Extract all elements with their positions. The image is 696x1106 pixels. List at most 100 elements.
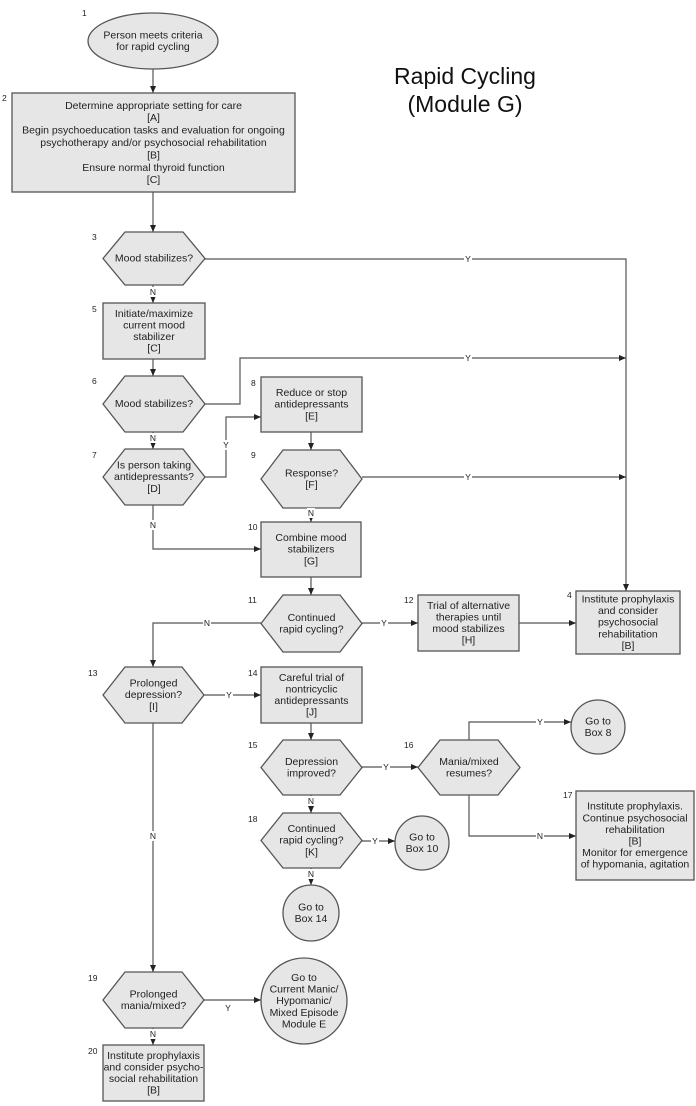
node-text-line: Go to <box>585 715 611 727</box>
node-text-line: antidepressants <box>274 695 348 707</box>
node-text-line: resumes? <box>446 768 492 780</box>
edge-label-text: Y <box>223 440 229 450</box>
node-number: 2 <box>2 93 7 103</box>
node-number: 10 <box>248 522 258 532</box>
node-text-line: Continued <box>288 612 336 624</box>
node-text-line: Mood stabilizes? <box>115 398 193 410</box>
edge-label-text: N <box>150 1029 156 1039</box>
node-text-line: [D] <box>147 483 161 495</box>
node-number: 5 <box>92 304 97 314</box>
node-text-line: antidepressants? <box>114 471 194 483</box>
edge-label-text: Y <box>383 762 389 772</box>
node-number: 20 <box>88 1046 98 1056</box>
node-text-line: Begin psychoeducation tasks and evaluati… <box>22 125 285 137</box>
edge-label-19-to-20: N <box>149 1029 157 1039</box>
node-1-ellipse <box>87 12 219 70</box>
node-text-line: Go to <box>409 831 435 843</box>
node-text-line: Ensure normal thyroid function <box>82 162 225 174</box>
edge-label-3-to-5: N <box>149 287 157 297</box>
edge-label-11-to-12: Y <box>380 618 388 628</box>
edge-label-text: Y <box>465 353 471 363</box>
node-text-line: [H] <box>462 635 476 647</box>
edge-label-18-to-goto14: N <box>307 869 315 879</box>
node-text-line: Box 14 <box>295 913 328 925</box>
node-text-line: Reduce or stop <box>276 387 347 399</box>
node-number: 8 <box>251 378 256 388</box>
node-gotoE-circle <box>260 957 348 1045</box>
edge-label-text: Y <box>226 690 232 700</box>
node-text-line: Monitor for emergence <box>582 847 688 859</box>
node-text-line: rehabilitation <box>605 824 665 836</box>
edge-label-6-to-7: N <box>149 433 157 443</box>
node-text-line: rapid cycling? <box>279 835 343 847</box>
node-goto8-circle <box>570 699 626 755</box>
edge-label-text: N <box>537 831 543 841</box>
node-text-line: nontricyclic <box>286 683 338 695</box>
edge-label-18-to-goto10: Y <box>371 836 379 846</box>
node-text-line: [G] <box>304 555 318 567</box>
node-text-line: Institute prophylaxis <box>582 594 675 606</box>
node-number: 3 <box>92 232 97 242</box>
edge-label-text: N <box>308 869 314 879</box>
diagram-title: Rapid Cycling (Module G) <box>340 62 590 118</box>
connector-16-to-goto8 <box>468 719 571 740</box>
edge-label-11-to-13: N <box>203 618 211 628</box>
node-text-line: and consider <box>598 605 659 617</box>
edge-label-text: N <box>150 520 156 530</box>
node-text-line: Continue psychosocial <box>582 812 687 824</box>
node-text-line: of hypomania, agitation <box>581 859 690 871</box>
node-6-text: Mood stabilizes? <box>115 398 193 410</box>
edge-label-9-to-4: Y <box>464 472 472 482</box>
node-goto10-circle <box>394 815 450 871</box>
node-number: 13 <box>88 668 98 678</box>
node-text-line: therapies until <box>436 611 501 623</box>
node-number: 11 <box>248 595 257 605</box>
node-text-line: Trial of alternative <box>427 600 510 612</box>
node-15-hexagon <box>260 739 363 796</box>
node-2-text: Determine appropriate setting for care[A… <box>22 100 285 186</box>
node-8-rect <box>260 376 363 433</box>
node-number: 12 <box>404 595 414 605</box>
node-text-line: Institute prophylaxis. <box>587 801 683 813</box>
edge-label-7-to-8: Y <box>222 440 230 450</box>
edge-label-6-to-4: Y <box>464 353 472 363</box>
node-text-line: [C] <box>147 174 161 186</box>
node-text-line: mania/mixed? <box>121 1000 187 1012</box>
edge-label-text: Y <box>465 472 471 482</box>
node-text-line: Mixed Episode <box>270 1007 339 1019</box>
node-20-rect <box>102 1044 205 1102</box>
node-text-line: improved? <box>287 768 336 780</box>
connector-3-to-4 <box>205 258 629 591</box>
edge-label-text: Y <box>537 717 543 727</box>
node-text-line: [K] <box>305 846 318 858</box>
node-text-line: Prolonged <box>130 988 178 1000</box>
node-number: 1 <box>82 8 87 18</box>
node-text-line: [B] <box>147 149 160 161</box>
node-3-hexagon <box>102 231 206 286</box>
node-text-line: rehabilitation <box>598 628 658 640</box>
node-2: Determine appropriate setting for care[A… <box>2 92 296 193</box>
node-9-hexagon <box>260 449 363 509</box>
node-number: 14 <box>248 668 258 678</box>
node-11-hexagon <box>260 594 363 653</box>
node-text-line: depression? <box>125 689 182 701</box>
